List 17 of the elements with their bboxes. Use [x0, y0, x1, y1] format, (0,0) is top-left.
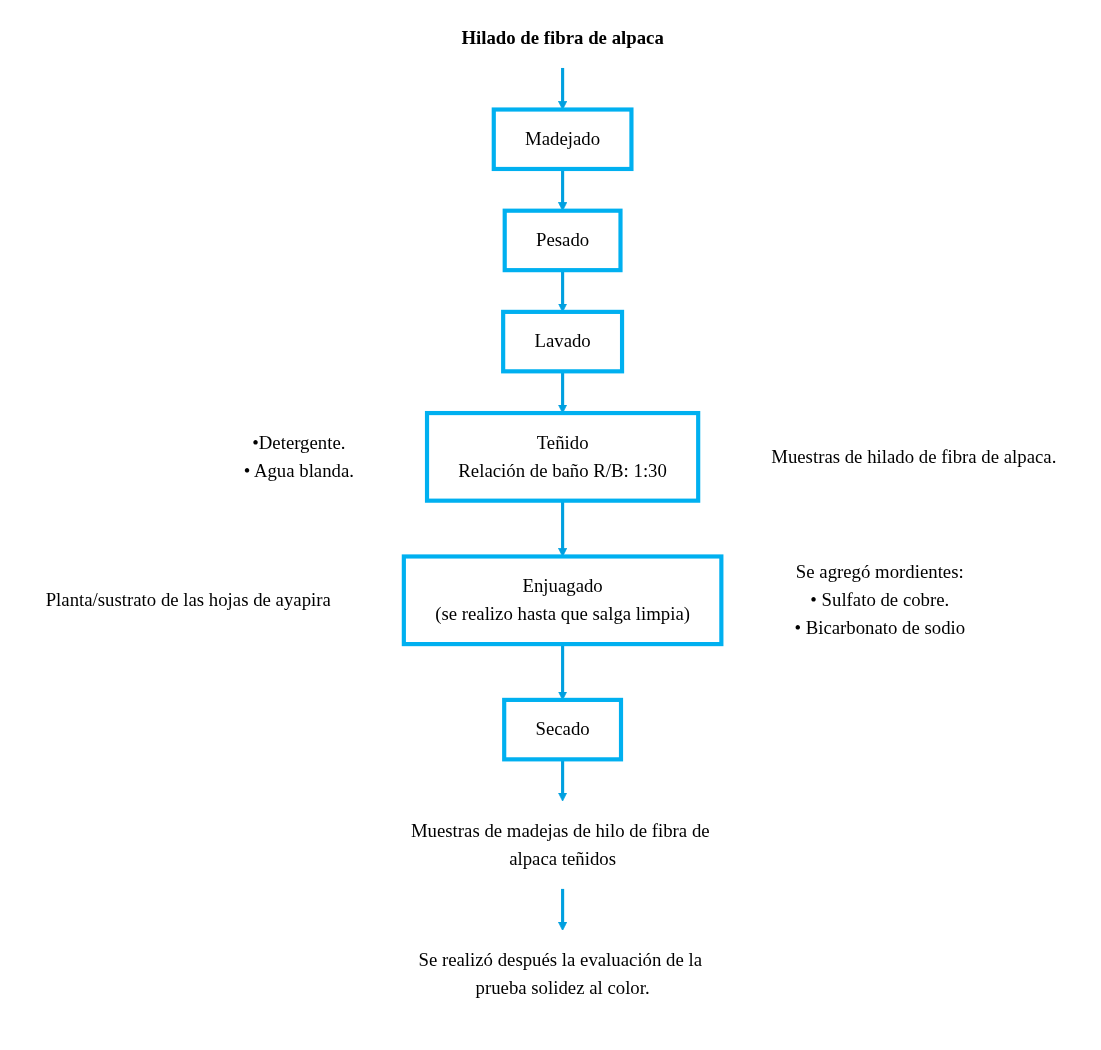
node-label: • Agua blanda.	[243, 459, 354, 481]
node-label: Planta/sustrato de las hojas de ayapira	[45, 589, 331, 611]
node-label: Muestras de hilado de fibra de alpaca.	[770, 445, 1056, 467]
node-label: • Bicarbonato de sodio	[793, 617, 965, 639]
node-box: Teñido Relación de baño R/B: 1:30	[424, 410, 700, 503]
node-text: Muestras de madejas de hilo de fibra de alpaca teñidos	[410, 819, 710, 869]
node-text: Se realizó después la evaluación de la prueba solidez al color.	[417, 949, 702, 999]
arrow	[557, 888, 567, 931]
node-box: Madejado	[491, 107, 634, 172]
node-label: Se agregó mordientes:	[795, 561, 964, 583]
node-box: Pesado	[502, 208, 623, 273]
node-box: Lavado	[500, 309, 624, 374]
node-text: Hilado de fibra de alpaca	[460, 27, 664, 48]
node-box: Secado	[501, 697, 623, 762]
node-label: •Detergente.	[251, 431, 345, 453]
node-label: • Sulfato de cobre.	[809, 589, 949, 611]
node-box: Enjuagado (se realizo hasta que salga limpia)	[401, 554, 723, 647]
